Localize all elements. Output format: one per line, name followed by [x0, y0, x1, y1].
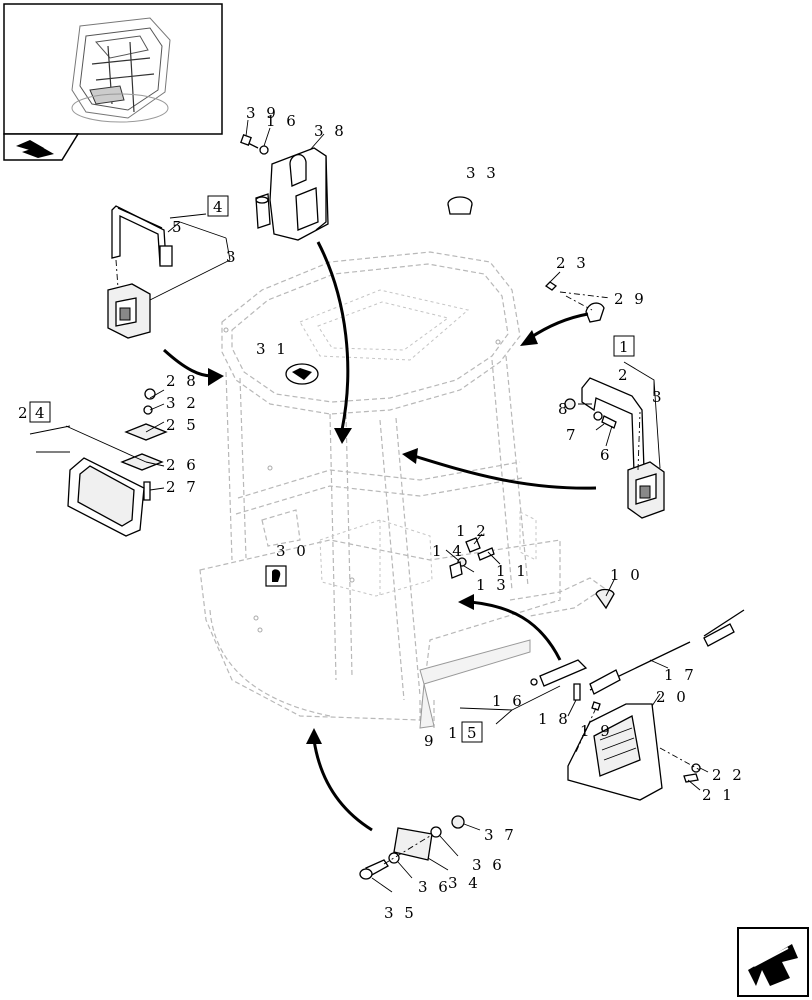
label-39: 3 9: [246, 104, 279, 122]
label-4: 4: [213, 198, 226, 216]
washer-36b[interactable]: [388, 852, 400, 864]
label-26: 2 6: [166, 456, 199, 474]
label-35: 3 5: [384, 904, 417, 922]
label-23: 2 3: [556, 254, 589, 272]
label-24-box: 4: [35, 404, 48, 422]
callout-box-24: [29, 401, 51, 423]
label-38: 3 8: [314, 122, 347, 140]
leader-lines: [29, 119, 709, 893]
callout-box-4: [207, 195, 229, 217]
pin-18[interactable]: [573, 683, 581, 701]
label-16b: 1 6: [492, 692, 525, 710]
decal-30[interactable]: [265, 565, 287, 587]
label-24-prefix: 2: [18, 404, 31, 422]
label-19: 1 9: [580, 722, 613, 740]
lever-16[interactable]: [530, 659, 588, 687]
label-37: 3 7: [484, 826, 517, 844]
label-22: 2 2: [712, 766, 745, 784]
washer-36a[interactable]: [430, 826, 442, 838]
label-8: 8: [558, 400, 571, 418]
handle-base-right[interactable]: [627, 461, 665, 519]
clip-14[interactable]: [449, 561, 463, 579]
label-3a: 3: [226, 248, 239, 266]
label-20: 2 0: [656, 688, 689, 706]
decal-31[interactable]: [285, 363, 319, 385]
label-15-prefix: 1: [448, 724, 461, 742]
washer-22[interactable]: [691, 763, 701, 773]
label-27: 2 7: [166, 478, 199, 496]
knob-10[interactable]: [595, 588, 615, 610]
label-36b: 3 6: [418, 878, 451, 896]
label-12: 1 2: [456, 522, 489, 540]
label-33: 3 3: [466, 164, 499, 182]
clip-29[interactable]: [585, 302, 605, 323]
nut-37[interactable]: [451, 815, 465, 829]
grab-handle-left[interactable]: [111, 205, 173, 267]
label-18: 1 8: [538, 710, 571, 728]
label-16a: 1 6: [266, 112, 299, 130]
label-30: 3 0: [276, 542, 309, 560]
label-32: 3 2: [166, 394, 199, 412]
label-2: 2: [618, 366, 631, 384]
throttle-cable-17[interactable]: [589, 609, 745, 695]
label-10: 1 0: [610, 566, 643, 584]
label-21: 2 1: [702, 786, 735, 804]
cab-thumbnail-icon[interactable]: [3, 3, 223, 135]
assembly-arrows: [162, 241, 597, 832]
washer-32[interactable]: [143, 405, 153, 415]
washer-reservoir[interactable]: [255, 147, 329, 241]
label-29: 2 9: [614, 290, 647, 308]
label-25: 2 5: [166, 416, 199, 434]
nut-8[interactable]: [564, 398, 576, 410]
screw-23[interactable]: [544, 281, 558, 291]
bolt-7[interactable]: [593, 411, 617, 429]
label-3b: 3: [652, 388, 665, 406]
label-14: 1 4: [432, 542, 465, 560]
label-15-box: 5: [467, 724, 480, 742]
label-34: 3 4: [448, 874, 481, 892]
label-6: 6: [600, 446, 613, 464]
label-17: 1 7: [664, 666, 697, 684]
screw-19[interactable]: [591, 701, 601, 711]
bolt-35[interactable]: [359, 859, 389, 880]
label-28: 2 8: [166, 372, 199, 390]
callout-box-1: [613, 335, 635, 357]
label-36a: 3 6: [472, 856, 505, 874]
label-1: 1: [619, 338, 632, 356]
cab-frame-outline: [199, 251, 606, 729]
label-9: 9: [424, 732, 437, 750]
pin-11[interactable]: [477, 547, 495, 561]
label-13: 1 3: [476, 576, 509, 594]
bolt-21[interactable]: [683, 773, 699, 783]
plate-34[interactable]: [393, 827, 433, 861]
label-11: 1 1: [496, 562, 529, 580]
work-light-24[interactable]: [67, 457, 145, 537]
clip-12[interactable]: [465, 537, 481, 553]
gasket-26[interactable]: [120, 453, 164, 471]
callout-box-15: [461, 721, 483, 743]
screw-27[interactable]: [143, 481, 151, 501]
assembly-tab-icon[interactable]: [3, 133, 80, 161]
label-7: 7: [566, 426, 579, 444]
next-page-arrow-icon[interactable]: [737, 927, 809, 997]
label-5: 5: [172, 218, 185, 236]
cover-20[interactable]: [567, 703, 663, 801]
label-31: 3 1: [256, 340, 289, 358]
handle-base-left[interactable]: [107, 283, 151, 339]
reservoir-bolt[interactable]: [240, 134, 269, 155]
plug-cap[interactable]: [447, 196, 473, 215]
